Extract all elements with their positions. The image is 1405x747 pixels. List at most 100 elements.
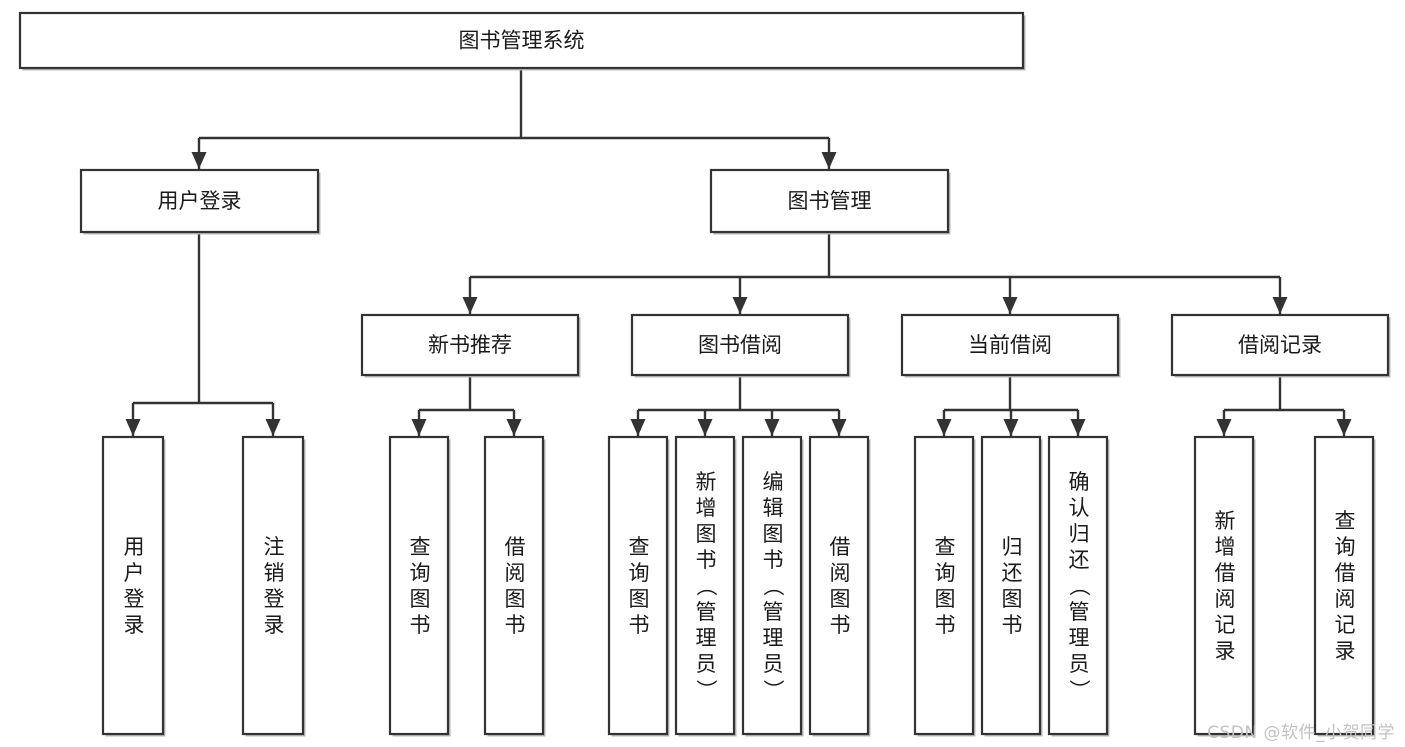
svg-text:借: 借: [830, 535, 851, 559]
svg-text:录: 录: [1335, 639, 1356, 663]
node-leaf-user-login-box[interactable]: [101, 435, 165, 736]
node-book-manage-box[interactable]: [709, 168, 950, 234]
svg-text:录: 录: [124, 613, 145, 637]
svg-text:理: 理: [763, 626, 784, 650]
connector-group-current-to-leaves: [936, 375, 1086, 436]
node-borrow-record-box[interactable]: [1170, 313, 1390, 377]
node-root[interactable]: 图书管理系统: [18, 11, 1026, 71]
svg-text:询: 询: [935, 561, 956, 585]
svg-text:确: 确: [1069, 470, 1090, 494]
svg-text:询: 询: [410, 561, 431, 585]
node-book-manage-label: 图书管理: [788, 189, 872, 213]
svg-text:书: 书: [696, 548, 717, 572]
node-book-manage[interactable]: 图书管理: [709, 168, 951, 235]
node-book-borrow-label: 图书借阅: [698, 333, 782, 357]
svg-text:阅: 阅: [505, 561, 526, 585]
node-leaf-query-book-cb-box[interactable]: [913, 435, 975, 736]
node-current-borrow[interactable]: 当前借阅: [900, 313, 1121, 378]
svg-text:查: 查: [629, 535, 650, 559]
node-leaf-query-borrow-record-box[interactable]: [1313, 435, 1375, 736]
svg-text:记: 记: [1335, 613, 1356, 637]
svg-text:增: 增: [696, 496, 717, 520]
svg-text:理: 理: [1069, 626, 1090, 650]
svg-text:书: 书: [410, 613, 431, 637]
node-book-borrow-box[interactable]: [630, 313, 850, 377]
svg-text:图: 图: [1002, 587, 1023, 611]
connector-group-borrow-to-leaves: [630, 375, 847, 436]
node-leaf-confirm-return-admin-box[interactable]: [1047, 435, 1109, 736]
node-leaf-return-book-box[interactable]: [980, 435, 1042, 736]
svg-text:管: 管: [763, 600, 784, 624]
svg-text:新: 新: [1215, 509, 1236, 533]
svg-text:理: 理: [696, 626, 717, 650]
svg-text:归: 归: [1069, 522, 1090, 546]
node-new-book-recommend[interactable]: 新书推荐: [360, 313, 581, 378]
node-root-box[interactable]: [18, 11, 1025, 70]
node-leaf-borrow-book-rec-box[interactable]: [483, 435, 545, 736]
node-new-book-recommend-box[interactable]: [360, 313, 580, 377]
node-leaf-user-login-label: 用户登录: [124, 535, 145, 637]
node-leaf-logout-login-box[interactable]: [241, 435, 305, 736]
svg-text:还: 还: [1002, 561, 1023, 585]
node-leaf-user-login[interactable]: 用户登录: [101, 435, 166, 737]
svg-text:图: 图: [935, 587, 956, 611]
svg-text:借: 借: [505, 535, 526, 559]
svg-text:图: 图: [696, 522, 717, 546]
svg-text:）: ）: [1067, 679, 1091, 700]
node-leaf-borrow-book-bb-box[interactable]: [808, 435, 870, 736]
svg-text:查: 查: [410, 535, 431, 559]
svg-text:书: 书: [1002, 613, 1023, 637]
connector-group-level2-to-level3: [462, 232, 1288, 314]
connector-layer: [125, 68, 1352, 436]
node-leaf-query-book-rec-box[interactable]: [388, 435, 450, 736]
svg-text:户: 户: [124, 561, 145, 585]
connector-group-root-to-level2: [191, 68, 837, 169]
node-current-borrow-box[interactable]: [900, 313, 1120, 377]
svg-text:书: 书: [763, 548, 784, 572]
svg-text:书: 书: [935, 613, 956, 637]
svg-text:编: 编: [763, 470, 784, 494]
node-leaf-edit-book-admin-box[interactable]: [741, 435, 803, 736]
watermark-label: CSDN @软件_小贺同学: [1207, 723, 1395, 743]
svg-text:管: 管: [696, 600, 717, 624]
node-user-login[interactable]: 用户登录: [79, 168, 321, 235]
svg-text:借: 借: [1215, 561, 1236, 585]
node-user-login-box[interactable]: [79, 168, 320, 234]
node-leaf-add-book-admin-box[interactable]: [674, 435, 736, 736]
svg-text:询: 询: [1335, 535, 1356, 559]
svg-text:辑: 辑: [763, 496, 784, 520]
node-leaf-query-book-bb-box[interactable]: [607, 435, 669, 736]
svg-text:登: 登: [264, 587, 285, 611]
node-leaf-add-borrow-record-box[interactable]: [1193, 435, 1255, 736]
svg-text:书: 书: [505, 613, 526, 637]
svg-text:员: 员: [696, 652, 717, 676]
svg-text:员: 员: [1069, 652, 1090, 676]
svg-text:）: ）: [761, 679, 785, 700]
svg-text:书: 书: [629, 613, 650, 637]
node-current-borrow-label: 当前借阅: [968, 333, 1052, 357]
svg-text:登: 登: [124, 587, 145, 611]
node-book-borrow[interactable]: 图书借阅: [630, 313, 851, 378]
svg-text:注: 注: [264, 535, 285, 559]
svg-text:）: ）: [694, 679, 718, 700]
node-borrow-record[interactable]: 借阅记录: [1170, 313, 1391, 378]
svg-text:图: 图: [830, 587, 851, 611]
